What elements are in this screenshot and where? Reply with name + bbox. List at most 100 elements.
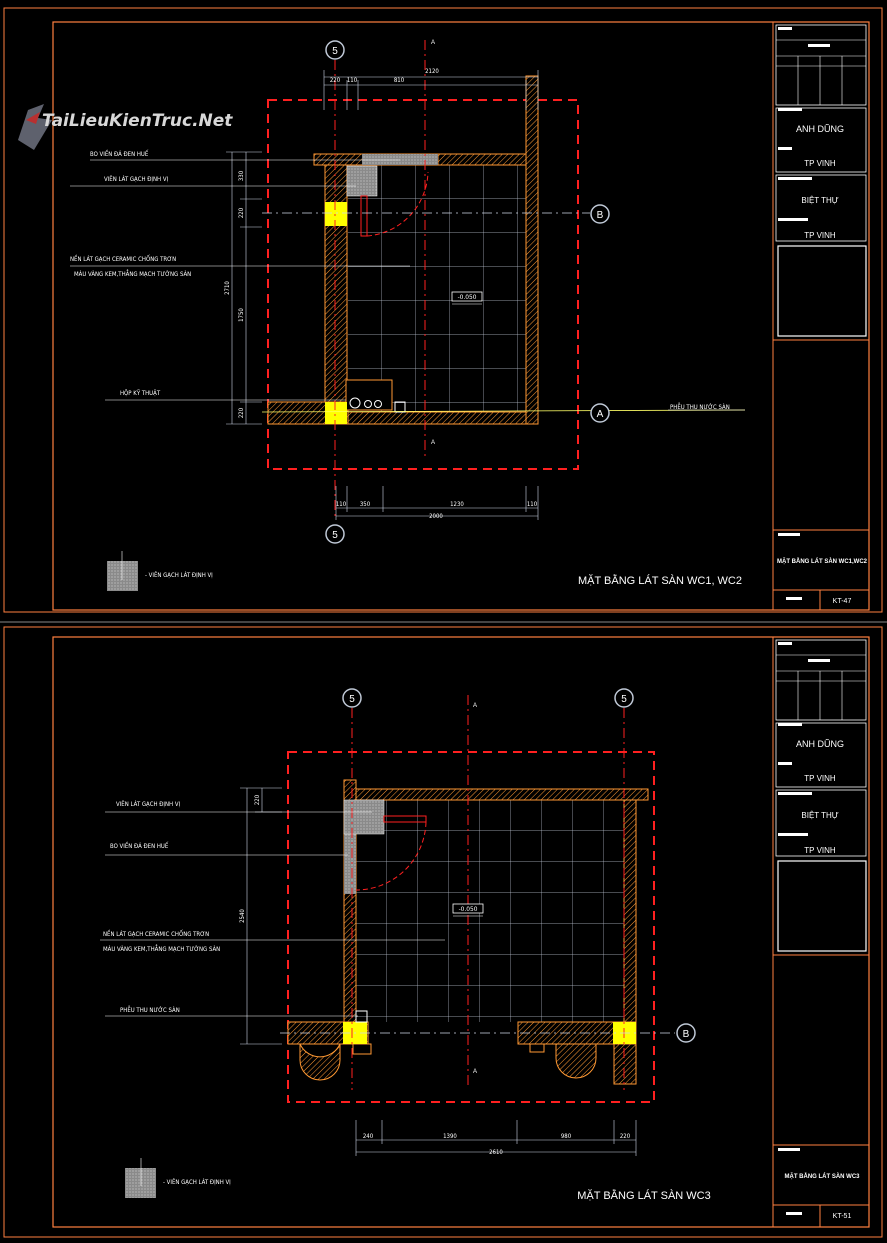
pipe-icon (364, 400, 372, 408)
title-block (772, 22, 869, 610)
owner-name: ANH DŨNG (796, 739, 844, 749)
level-tag-box (451, 291, 483, 302)
dimension-top (323, 70, 539, 110)
leader-lines (70, 159, 745, 411)
dim-text: 810 (394, 77, 405, 84)
drawing-name: MẶT BẰNG LÁT SÀN WC1,WC2 (777, 557, 868, 565)
svg-text:5: 5 (332, 46, 338, 57)
dim-text: 220 (330, 77, 341, 84)
dimension-bottom (355, 1120, 637, 1156)
sheet-1: ANH DŨNG TP VINH BIỆT THỰ TP VINH MẶT BẰ… (3, 7, 883, 613)
sheet-border (3, 626, 883, 1238)
title-block (772, 637, 869, 1227)
dim-text: 240 (363, 1133, 374, 1140)
black-stone-border (362, 154, 438, 165)
watermark-logo: TaiLieuKienTruc.Net (18, 104, 233, 150)
positioning-tile (346, 165, 378, 197)
pipe-icon (349, 397, 361, 409)
dimension-bottom (335, 486, 539, 520)
dim-text: 2120 (425, 68, 439, 75)
project-name: BIỆT THỰ (801, 196, 838, 205)
owner-location: TP VINH (804, 159, 836, 168)
corner-tile-yellow (325, 402, 347, 424)
sheet-2: ANH DŨNG TP VINH BIỆT THỰ TP VINH MẶT BẰ… (3, 626, 883, 1238)
sheet-number: KT-47 (833, 598, 852, 605)
dimension-left (240, 787, 282, 1045)
dim-text: 350 (360, 501, 371, 508)
pipe-icon (374, 400, 382, 408)
slab-outline (287, 751, 655, 1103)
grid-bubble-5-top: 5 (325, 40, 345, 60)
dim-text: 1230 (450, 501, 464, 508)
label-floor-ceramic: NỀN LÁT GẠCH CERAMIC CHỐNG TRƠN (70, 255, 176, 263)
technical-shaft (345, 379, 393, 411)
dim-text: 220 (620, 1133, 631, 1140)
dimension-left (226, 151, 262, 425)
legend-label: - VIÊN GẠCH LÁT ĐỊNH VỊ (145, 571, 213, 579)
legend-label: - VIÊN GẠCH LÁT ĐỊNH VỊ (163, 1178, 231, 1186)
dim-text: 110 (347, 77, 358, 84)
dim-text: 330 (238, 170, 245, 181)
legend-tile-swatch (107, 561, 138, 591)
door-leaf (360, 195, 368, 237)
grid-bubble-a: A (590, 403, 610, 423)
slab-outline (267, 99, 579, 470)
sheet-number: KT-51 (833, 1213, 852, 1220)
dim-text: 220 (254, 794, 261, 805)
floor-drain-icon (394, 401, 406, 413)
dim-text: 2540 (239, 909, 246, 923)
watermark-text: TaiLieuKienTruc.Net (42, 111, 233, 131)
svg-text:B: B (597, 210, 604, 221)
grid-bubble-5-bottom: 5 (325, 524, 345, 544)
grid-bubble-b: B (676, 1023, 696, 1043)
grid-bubble-5-right: 5 (614, 688, 634, 708)
label-floor-drain: PHỄU THU NƯỚC SÀN (670, 403, 730, 411)
svg-text:5: 5 (349, 694, 355, 705)
grid-bubble-b: B (590, 204, 610, 224)
label-floor-color: MÀU VÀNG KEM,THẲNG MẠCH TƯỜNG SÀN (103, 945, 220, 953)
level-tag-box (452, 903, 484, 914)
label-floor-drain: PHỄU THU NƯỚC SÀN (120, 1006, 180, 1014)
dim-text: 2000 (429, 513, 443, 520)
drawing-name: MẶT BẰNG LÁT SÀN WC3 (785, 1172, 861, 1180)
drawing-frame (52, 636, 870, 1228)
grid-bubble-5-left: 5 (342, 688, 362, 708)
grid-lines (334, 40, 426, 520)
dim-text: 1390 (443, 1133, 457, 1140)
dim-text: 1750 (238, 308, 245, 322)
dim-text: 2610 (489, 1149, 503, 1156)
floor-drain-icon (355, 1010, 368, 1023)
drain-leader-line (261, 409, 746, 413)
label-floor-color: MÀU VÀNG KEM,THẲNG MẠCH TƯỜNG SÀN (74, 270, 191, 278)
drawing-frame (52, 21, 870, 611)
dim-text: 220 (238, 207, 245, 218)
drawing-title: MẶT BẰNG LÁT SÀN WC3 (577, 1189, 710, 1202)
floor-tile-grid (348, 165, 526, 411)
svg-text:A: A (597, 409, 604, 420)
positioning-tile (343, 799, 385, 835)
svg-text:5: 5 (621, 694, 627, 705)
owner-name: ANH DŨNG (796, 124, 844, 134)
floor-tile-grid (356, 800, 624, 1022)
label-technical-shaft: HỘP KỸ THUẬT (120, 390, 161, 397)
door-swing-arc (366, 171, 429, 237)
project-name: BIỆT THỰ (801, 811, 838, 820)
leader-lines (100, 811, 445, 1017)
label-border-stone: BO VIỀN ĐÁ ĐEN HUẾ (110, 842, 169, 850)
column-pier (299, 1043, 341, 1081)
svg-text:5: 5 (332, 530, 338, 541)
dim-text: 980 (561, 1133, 572, 1140)
corner-tile-yellow (325, 202, 347, 226)
section-mark: A (473, 1069, 477, 1075)
label-positioning-tile: VIÊN LÁT GẠCH ĐỊNH VỊ (116, 800, 181, 808)
project-location: TP VINH (804, 846, 836, 855)
svg-text:B: B (683, 1029, 690, 1040)
drawing-title: MẶT BẰNG LÁT SÀN WC1, WC2 (578, 574, 742, 587)
dim-text: 110 (527, 501, 538, 508)
section-mark: A (431, 40, 435, 46)
floor-level: -0.050 (458, 293, 477, 301)
label-border-stone: BO VIỀN ĐÁ ĐEN HUẾ (90, 150, 149, 158)
label-floor-ceramic: NỀN LÁT GẠCH CERAMIC CHỐNG TRƠN (103, 930, 209, 938)
sheet-border (3, 7, 883, 613)
